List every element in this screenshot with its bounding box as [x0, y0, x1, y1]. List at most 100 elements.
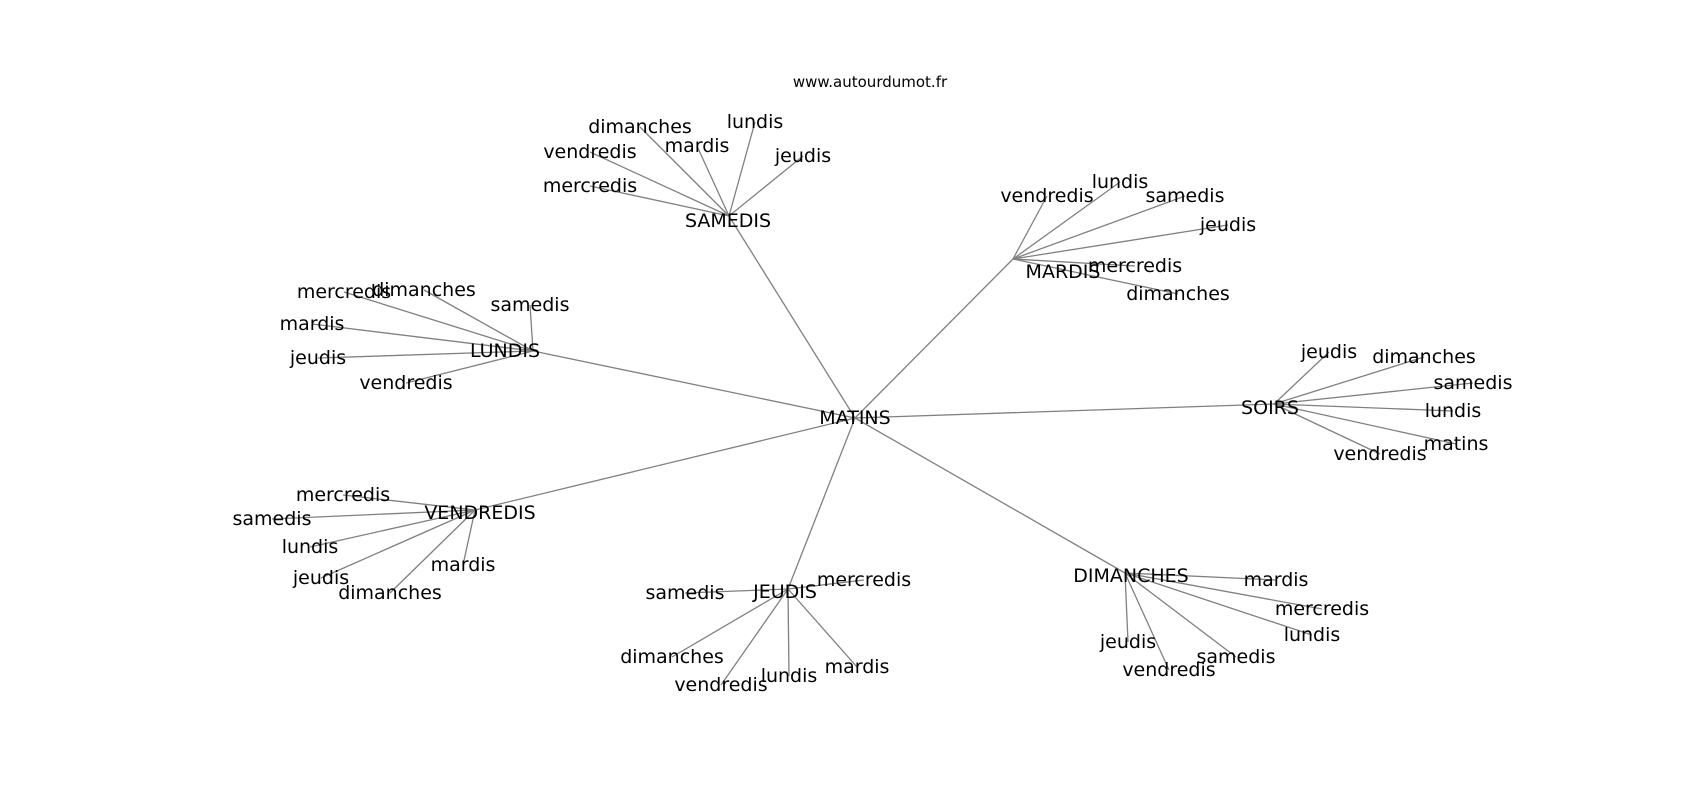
node-leaf: samedis: [1434, 372, 1513, 394]
edge-lundis-vendredis: [405, 350, 534, 384]
node-leaf: jeudis: [292, 567, 349, 589]
edge-vendredis-jeudis: [320, 509, 476, 579]
node-leaf: jeudis: [1099, 631, 1156, 653]
node-leaf: vendredis: [1000, 185, 1093, 207]
node-leaf: samedis: [1197, 646, 1276, 668]
node-hub: SOIRS: [1241, 397, 1299, 419]
node-leaf: dimanches: [1126, 283, 1230, 305]
edge-mardis-lundis: [1012, 181, 1121, 260]
node-leaf: lundis: [727, 111, 784, 133]
edge-vendredis-samedis: [271, 509, 476, 520]
edge-mardis-vendredis: [1012, 195, 1048, 260]
edge-root-lundis: [532, 350, 856, 419]
node-root: MATINS: [819, 407, 890, 429]
edge-mardis-samedis: [1012, 195, 1186, 260]
node-leaf: dimanches: [1372, 346, 1476, 368]
node-leaf: mercredis: [296, 484, 390, 506]
node-leaf: matins: [1424, 433, 1489, 455]
node-hub: DIMANCHES: [1073, 565, 1188, 587]
node-leaf: mardis: [280, 313, 345, 335]
edge-soirs-vendredis: [1273, 403, 1381, 455]
node-hub: SAMEDIS: [685, 210, 771, 232]
edge-mardis-dimanches: [1012, 258, 1179, 295]
edge-jeudis-samedis: [684, 588, 789, 594]
edge-soirs-jeudis: [1273, 351, 1330, 405]
edge-dimanches-samedis: [1124, 572, 1237, 658]
node-hub: VENDREDIS: [424, 502, 535, 524]
node-leaf: vendredis: [543, 141, 636, 163]
edge-samedis-mercredis: [589, 185, 730, 217]
edge-lundis-jeudis: [317, 350, 534, 359]
edge-soirs-matins: [1273, 403, 1457, 445]
node-leaf: mercredis: [817, 569, 911, 591]
node-leaf: dimanches: [372, 279, 476, 301]
edge-samedis-mardis: [696, 145, 730, 217]
edge-root-soirs: [854, 403, 1275, 419]
edge-root-jeudis: [787, 417, 856, 590]
edge-samedis-jeudis: [728, 155, 804, 217]
edge-lundis-mardis: [311, 323, 534, 352]
node-leaf: lundis: [1284, 624, 1341, 646]
edge-jeudis-vendredis: [720, 588, 789, 686]
node-leaf: jeudis: [1199, 214, 1256, 236]
node-leaf: jeudis: [1300, 341, 1357, 363]
node-leaf: vendredis: [1333, 443, 1426, 465]
node-leaf: samedis: [233, 508, 312, 530]
node-leaf: lundis: [282, 536, 339, 558]
node-leaf: mercredis: [543, 175, 637, 197]
edge-root-samedis: [728, 215, 856, 419]
graph-edges: [271, 121, 1474, 686]
edge-soirs-dimanches: [1273, 356, 1425, 405]
edge-lundis-samedis: [529, 304, 534, 352]
node-leaf: lundis: [1092, 171, 1149, 193]
edge-dimanches-jeudis: [1124, 572, 1129, 643]
edge-lundis-dimanches: [423, 289, 534, 352]
node-leaf: jeudis: [774, 145, 831, 167]
edge-dimanches-vendredis: [1124, 572, 1170, 671]
node-hub: MARDIS: [1026, 261, 1101, 283]
node-leaf: samedis: [491, 294, 570, 316]
edge-soirs-samedis: [1273, 382, 1474, 405]
node-leaf: mardis: [665, 135, 730, 157]
edge-root-dimanches: [854, 417, 1126, 574]
edge-vendredis-mercredis: [342, 494, 476, 511]
node-leaf: dimanches: [588, 116, 692, 138]
edge-jeudis-lundis: [787, 588, 790, 677]
node-leaf: lundis: [761, 665, 818, 687]
edge-samedis-lundis: [728, 121, 756, 217]
edge-mardis-jeudis: [1012, 224, 1229, 260]
edge-jeudis-dimanches: [671, 588, 789, 658]
edge-mardis-mercredis: [1012, 258, 1136, 267]
node-leaf: dimanches: [338, 582, 442, 604]
node-leaf: mercredis: [297, 281, 391, 303]
node-leaf: mardis: [825, 656, 890, 678]
node-leaf: dimanches: [620, 646, 724, 668]
node-leaf: samedis: [646, 582, 725, 604]
node-leaf: vendredis: [359, 372, 452, 394]
edge-vendredis-lundis: [309, 509, 476, 548]
node-leaf: mardis: [1244, 569, 1309, 591]
node-leaf: lundis: [1425, 400, 1482, 422]
node-hub: LUNDIS: [470, 340, 540, 362]
edge-lundis-mercredis: [343, 291, 534, 352]
edge-dimanches-mardis: [1124, 572, 1277, 581]
node-leaf: mercredis: [1275, 598, 1369, 620]
node-leaf: vendredis: [674, 674, 767, 696]
edge-vendredis-dimanches: [389, 509, 476, 594]
edge-jeudis-mardis: [787, 588, 858, 668]
edge-dimanches-lundis: [1124, 572, 1313, 636]
site-watermark: www.autourdumot.fr: [792, 73, 948, 91]
edge-samedis-dimanches: [639, 126, 730, 217]
node-leaf: samedis: [1146, 185, 1225, 207]
node-leaf: jeudis: [289, 347, 346, 369]
edge-jeudis-mercredis: [787, 579, 865, 590]
edge-root-vendredis: [474, 417, 856, 511]
edge-vendredis-mardis: [462, 509, 476, 566]
edge-root-mardis: [854, 258, 1014, 419]
node-leaf: vendredis: [1122, 659, 1215, 681]
edge-samedis-vendredis: [589, 151, 730, 217]
node-leaf: mardis: [431, 554, 496, 576]
edge-dimanches-mercredis: [1124, 572, 1323, 610]
